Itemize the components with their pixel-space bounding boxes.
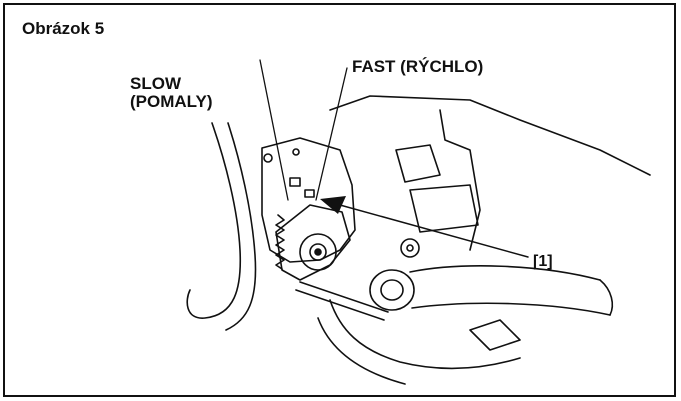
bolt-1-center bbox=[406, 244, 414, 252]
plate-hole-1 bbox=[263, 153, 273, 163]
intake-tube-edge bbox=[599, 279, 614, 316]
slow-leader-line bbox=[259, 59, 289, 201]
callout-label: [1] bbox=[533, 253, 553, 270]
slow-label-text: SLOW bbox=[130, 74, 181, 93]
return-spring bbox=[275, 214, 285, 270]
linkage-rod-2 bbox=[295, 289, 385, 321]
callout-arrowhead bbox=[320, 196, 346, 214]
bracket-plate bbox=[261, 137, 356, 263]
plate-hole-2 bbox=[292, 148, 300, 156]
intake-tube-end bbox=[369, 269, 415, 311]
engine-block-panel-2 bbox=[409, 184, 479, 233]
engine-housing-left bbox=[186, 122, 242, 319]
lower-housing bbox=[329, 299, 521, 370]
plate-slot-1 bbox=[289, 177, 301, 187]
governor-lever bbox=[275, 204, 351, 281]
fast-leader-line bbox=[315, 67, 348, 201]
engine-block-top bbox=[329, 95, 651, 176]
bolt-1 bbox=[400, 238, 420, 258]
intake-tube-inner bbox=[380, 279, 404, 301]
callout-pointer-line bbox=[339, 204, 529, 258]
linkage-rod bbox=[299, 281, 389, 313]
lower-bracket bbox=[469, 319, 521, 351]
engine-housing-left-inner bbox=[225, 122, 257, 331]
plate-slot-2 bbox=[304, 189, 315, 198]
lever-pivot-inner bbox=[309, 243, 327, 261]
intake-tube-body bbox=[409, 265, 611, 316]
slow-label-alt-text: (POMALY) bbox=[130, 91, 213, 111]
figure-title: Obrázok 5 bbox=[22, 19, 105, 38]
lever-pivot-center bbox=[314, 248, 322, 256]
lever-pivot-outer bbox=[299, 233, 337, 271]
slow-label: SLOW (POMALY) bbox=[130, 75, 213, 111]
engine-block-panel bbox=[395, 144, 441, 183]
lower-housing-2 bbox=[317, 317, 406, 385]
fast-label: FAST (RÝCHLO) bbox=[352, 57, 484, 76]
engine-block-right-edge bbox=[439, 109, 481, 251]
